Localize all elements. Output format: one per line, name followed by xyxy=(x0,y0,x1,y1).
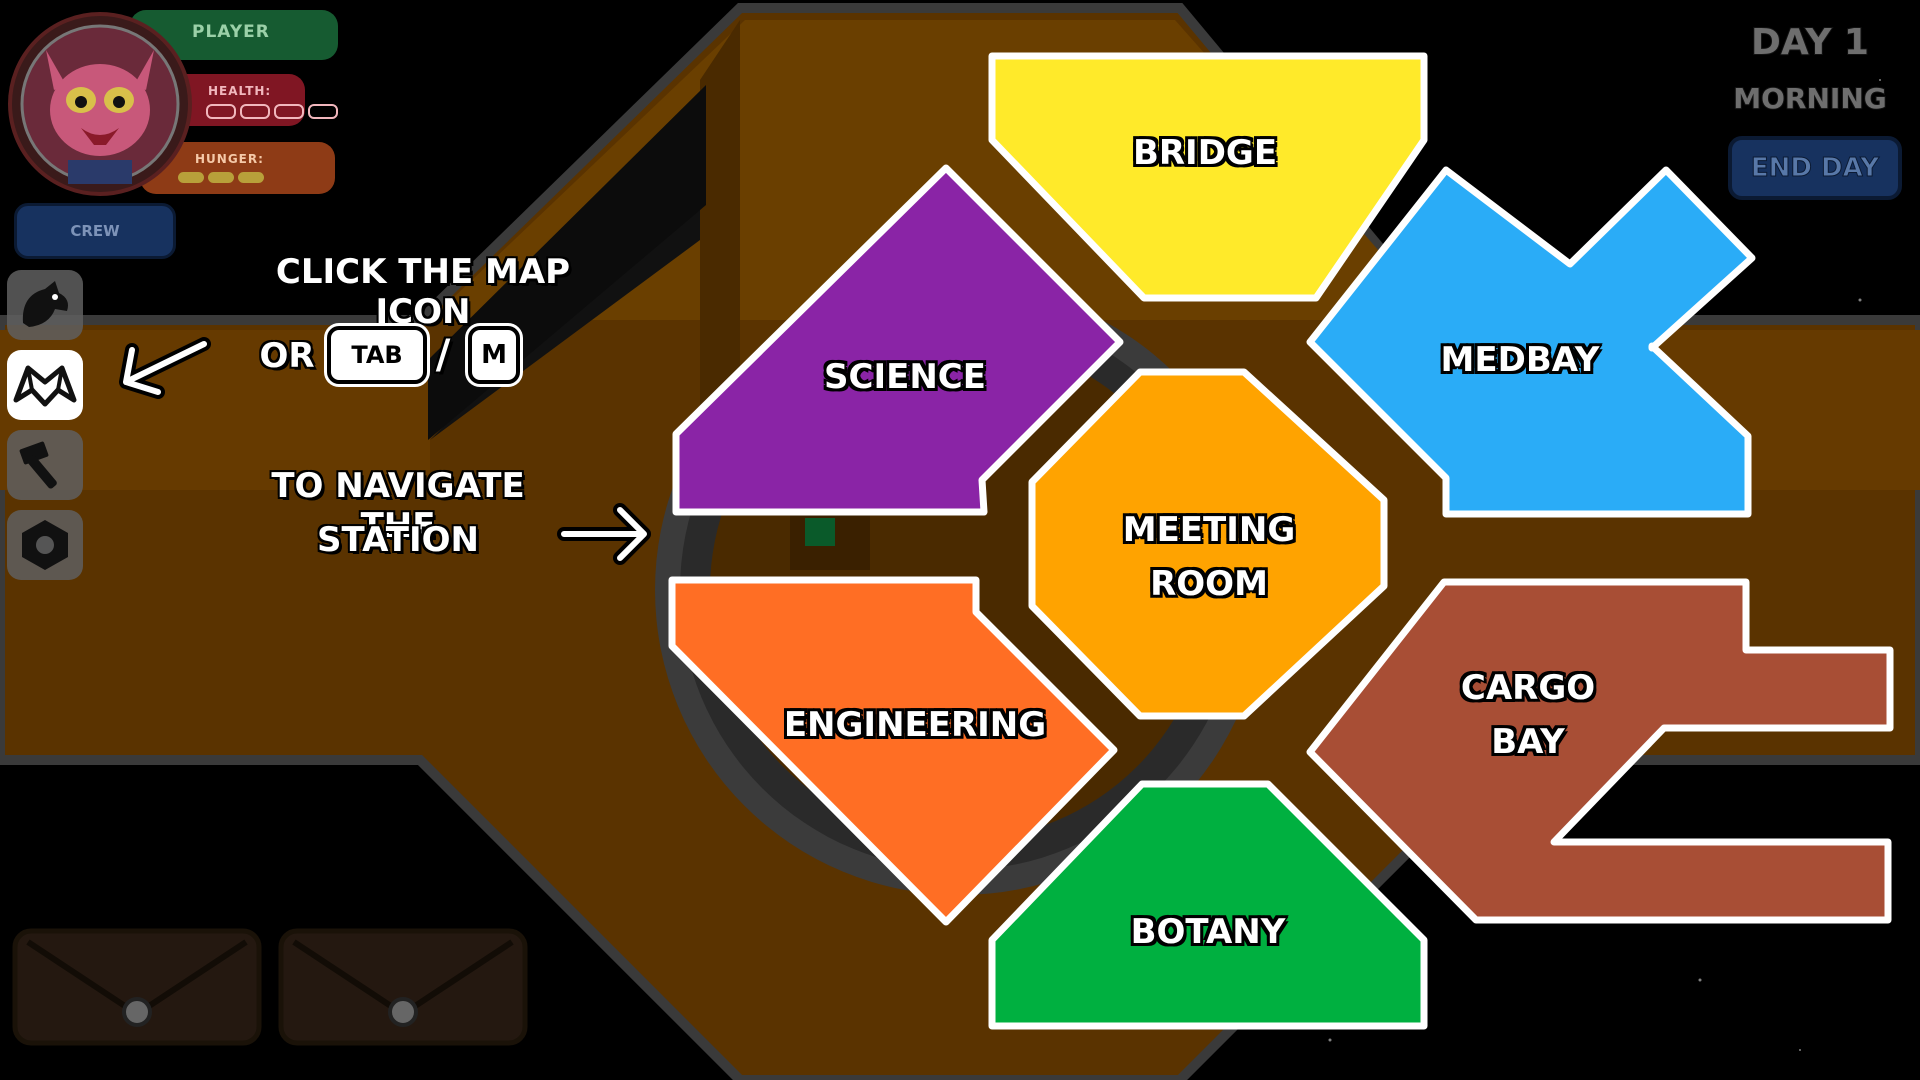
day-label: DAY 1 xyxy=(1750,21,1870,64)
hunger-pips xyxy=(178,172,264,183)
crew-button[interactable]: CREW xyxy=(14,203,176,259)
room-label-meeting-2: ROOM xyxy=(1149,563,1270,606)
room-label-medbay: MEDBAY xyxy=(1439,339,1601,382)
hunger-label: HUNGER: xyxy=(195,152,264,166)
room-label-science: SCIENCE xyxy=(823,356,988,399)
room-label-cargo-1: CARGO xyxy=(1459,667,1596,710)
player-avatar xyxy=(8,12,192,196)
player-hud: PLAYER HEALTH: HUNGER: CREW xyxy=(0,0,360,260)
room-cargo[interactable] xyxy=(1306,578,1894,924)
sidebar-item-map[interactable] xyxy=(7,350,83,420)
room-label-cargo-2: BAY xyxy=(1490,721,1567,764)
room-botany[interactable] xyxy=(988,780,1428,1030)
key-tab: TAB xyxy=(327,326,427,384)
map-icon xyxy=(13,365,77,407)
key-m: M xyxy=(468,326,520,384)
arrow-to-map xyxy=(557,503,651,565)
sidebar-item-build[interactable] xyxy=(7,430,83,500)
arrow-to-map-icon xyxy=(119,337,211,399)
tutorial-line-1: CLICK THE MAP ICON xyxy=(275,251,571,333)
time-of-day-label: MORNING xyxy=(1732,81,1888,116)
health-label: HEALTH: xyxy=(208,84,272,98)
health-pips xyxy=(206,104,338,119)
room-label-botany: BOTANY xyxy=(1129,911,1287,954)
hammer-icon xyxy=(19,441,57,489)
room-label-meeting-1: MEETING xyxy=(1121,509,1296,552)
tutorial-slash: / xyxy=(435,331,452,379)
room-meeting[interactable] xyxy=(1028,368,1388,720)
inventory-slot-2[interactable] xyxy=(278,928,528,1046)
room-label-bridge: BRIDGE xyxy=(1131,132,1278,175)
creature-icon xyxy=(22,281,68,327)
room-bridge[interactable] xyxy=(988,52,1428,302)
room-science[interactable] xyxy=(672,164,1124,516)
end-day-button-label: END DAY xyxy=(1750,153,1880,184)
tutorial-or: OR xyxy=(258,335,315,377)
player-name: PLAYER xyxy=(192,22,270,42)
room-engineering[interactable] xyxy=(668,576,1118,926)
crew-button-label: CREW xyxy=(70,222,120,240)
room-medbay[interactable] xyxy=(1306,166,1756,518)
tutorial-line-2a: TO NAVIGATE THE xyxy=(270,465,525,547)
inventory-slot-1[interactable] xyxy=(12,928,262,1046)
tutorial-line-2b: STATION xyxy=(316,519,480,561)
settings-nut-icon xyxy=(22,520,68,570)
end-day-button[interactable]: END DAY xyxy=(1728,136,1902,200)
room-label-engineering: ENGINEERING xyxy=(782,704,1047,747)
sidebar-item-creature[interactable] xyxy=(7,270,83,340)
sidebar-item-settings[interactable] xyxy=(7,510,83,580)
